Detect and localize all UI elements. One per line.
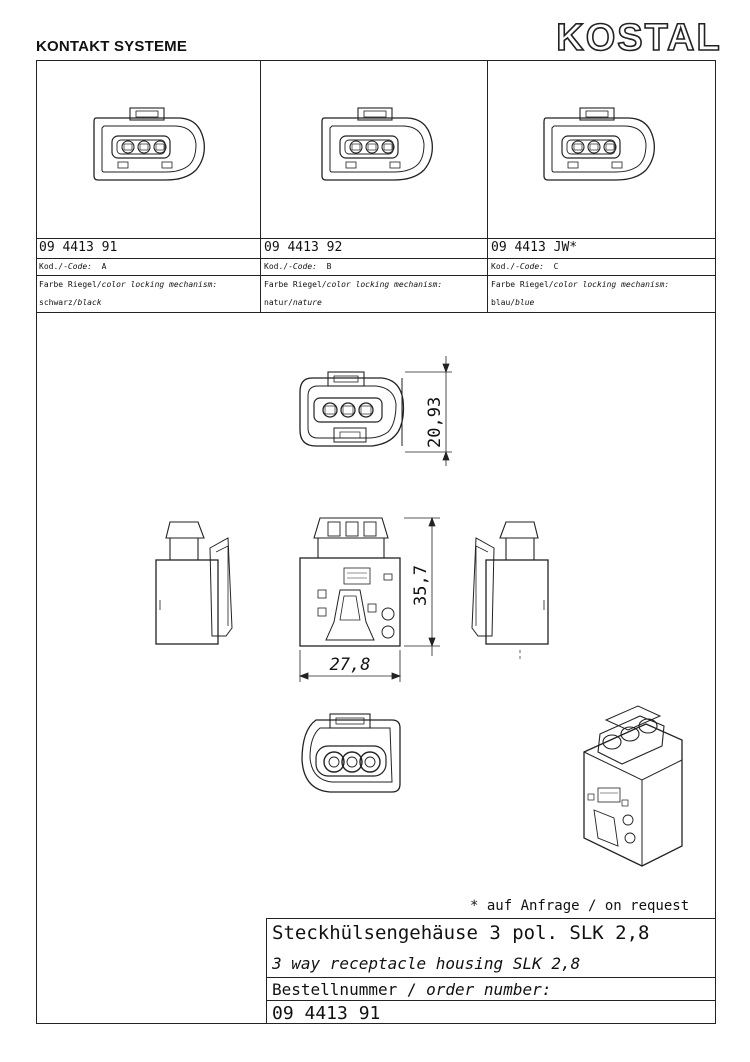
title-block-line <box>266 918 716 919</box>
rear-view <box>301 713 401 793</box>
left-side-view <box>155 521 233 645</box>
order-number: 09 4413 91 <box>272 1003 381 1024</box>
isometric-view <box>583 705 683 867</box>
title-block-line <box>266 918 267 1024</box>
variant-b-color: natur/nature <box>264 298 322 307</box>
grid-line <box>36 238 716 239</box>
dimension-height-front <box>405 356 452 466</box>
variant-a-color-label: Farbe Riegel/color locking mechanism: <box>39 280 218 289</box>
grid-line <box>260 60 261 312</box>
variant-c-color-label: Farbe Riegel/color locking mechanism: <box>491 280 670 289</box>
variant-c-color: blau/blue <box>491 298 535 307</box>
kostal-logo: KOSTAL <box>556 16 721 58</box>
dim-label-35-7: 35,7 <box>411 565 431 606</box>
drawing-frame <box>36 60 716 1024</box>
grid-line <box>36 275 716 276</box>
dimension-height-side <box>404 516 440 656</box>
title-de: Steckhülsengehäuse 3 pol. SLK 2,8 <box>272 922 650 944</box>
dim-label-20-93: 20,93 <box>425 397 445 448</box>
grid-line <box>36 258 716 259</box>
svg-text:KOSTAL: KOSTAL <box>556 17 721 58</box>
right-side-view <box>471 521 549 660</box>
grid-line <box>36 312 716 313</box>
variant-a-code-row: Kod./-Code: A <box>39 262 107 271</box>
variant-b-color-label: Farbe Riegel/color locking mechanism: <box>264 280 443 289</box>
variant-a-part-number: 09 4413 91 <box>39 240 118 255</box>
order-label: Bestellnummer / order number: <box>272 980 552 999</box>
front-view <box>299 371 405 447</box>
dim-label-27-8: 27,8 <box>330 655 371 675</box>
on-request-note: * auf Anfrage / on request <box>470 898 690 914</box>
title-block-line <box>266 977 716 978</box>
variant-c-part-number: 09 4413 JW* <box>491 240 578 255</box>
title-block-line <box>266 1000 716 1001</box>
center-front-view <box>299 517 401 647</box>
variant-c-code-row: Kod./-Code: C <box>491 262 559 271</box>
variant-b-part-number: 09 4413 92 <box>264 240 343 255</box>
dimension-width <box>298 650 402 682</box>
variant-b-code-row: Kod./-Code: B <box>264 262 332 271</box>
title-en: 3 way receptacle housing SLK 2,8 <box>272 954 581 973</box>
grid-line <box>487 60 488 312</box>
company-name: KONTAKT SYSTEME <box>36 38 188 55</box>
variant-a-color: schwarz/black <box>39 298 102 307</box>
